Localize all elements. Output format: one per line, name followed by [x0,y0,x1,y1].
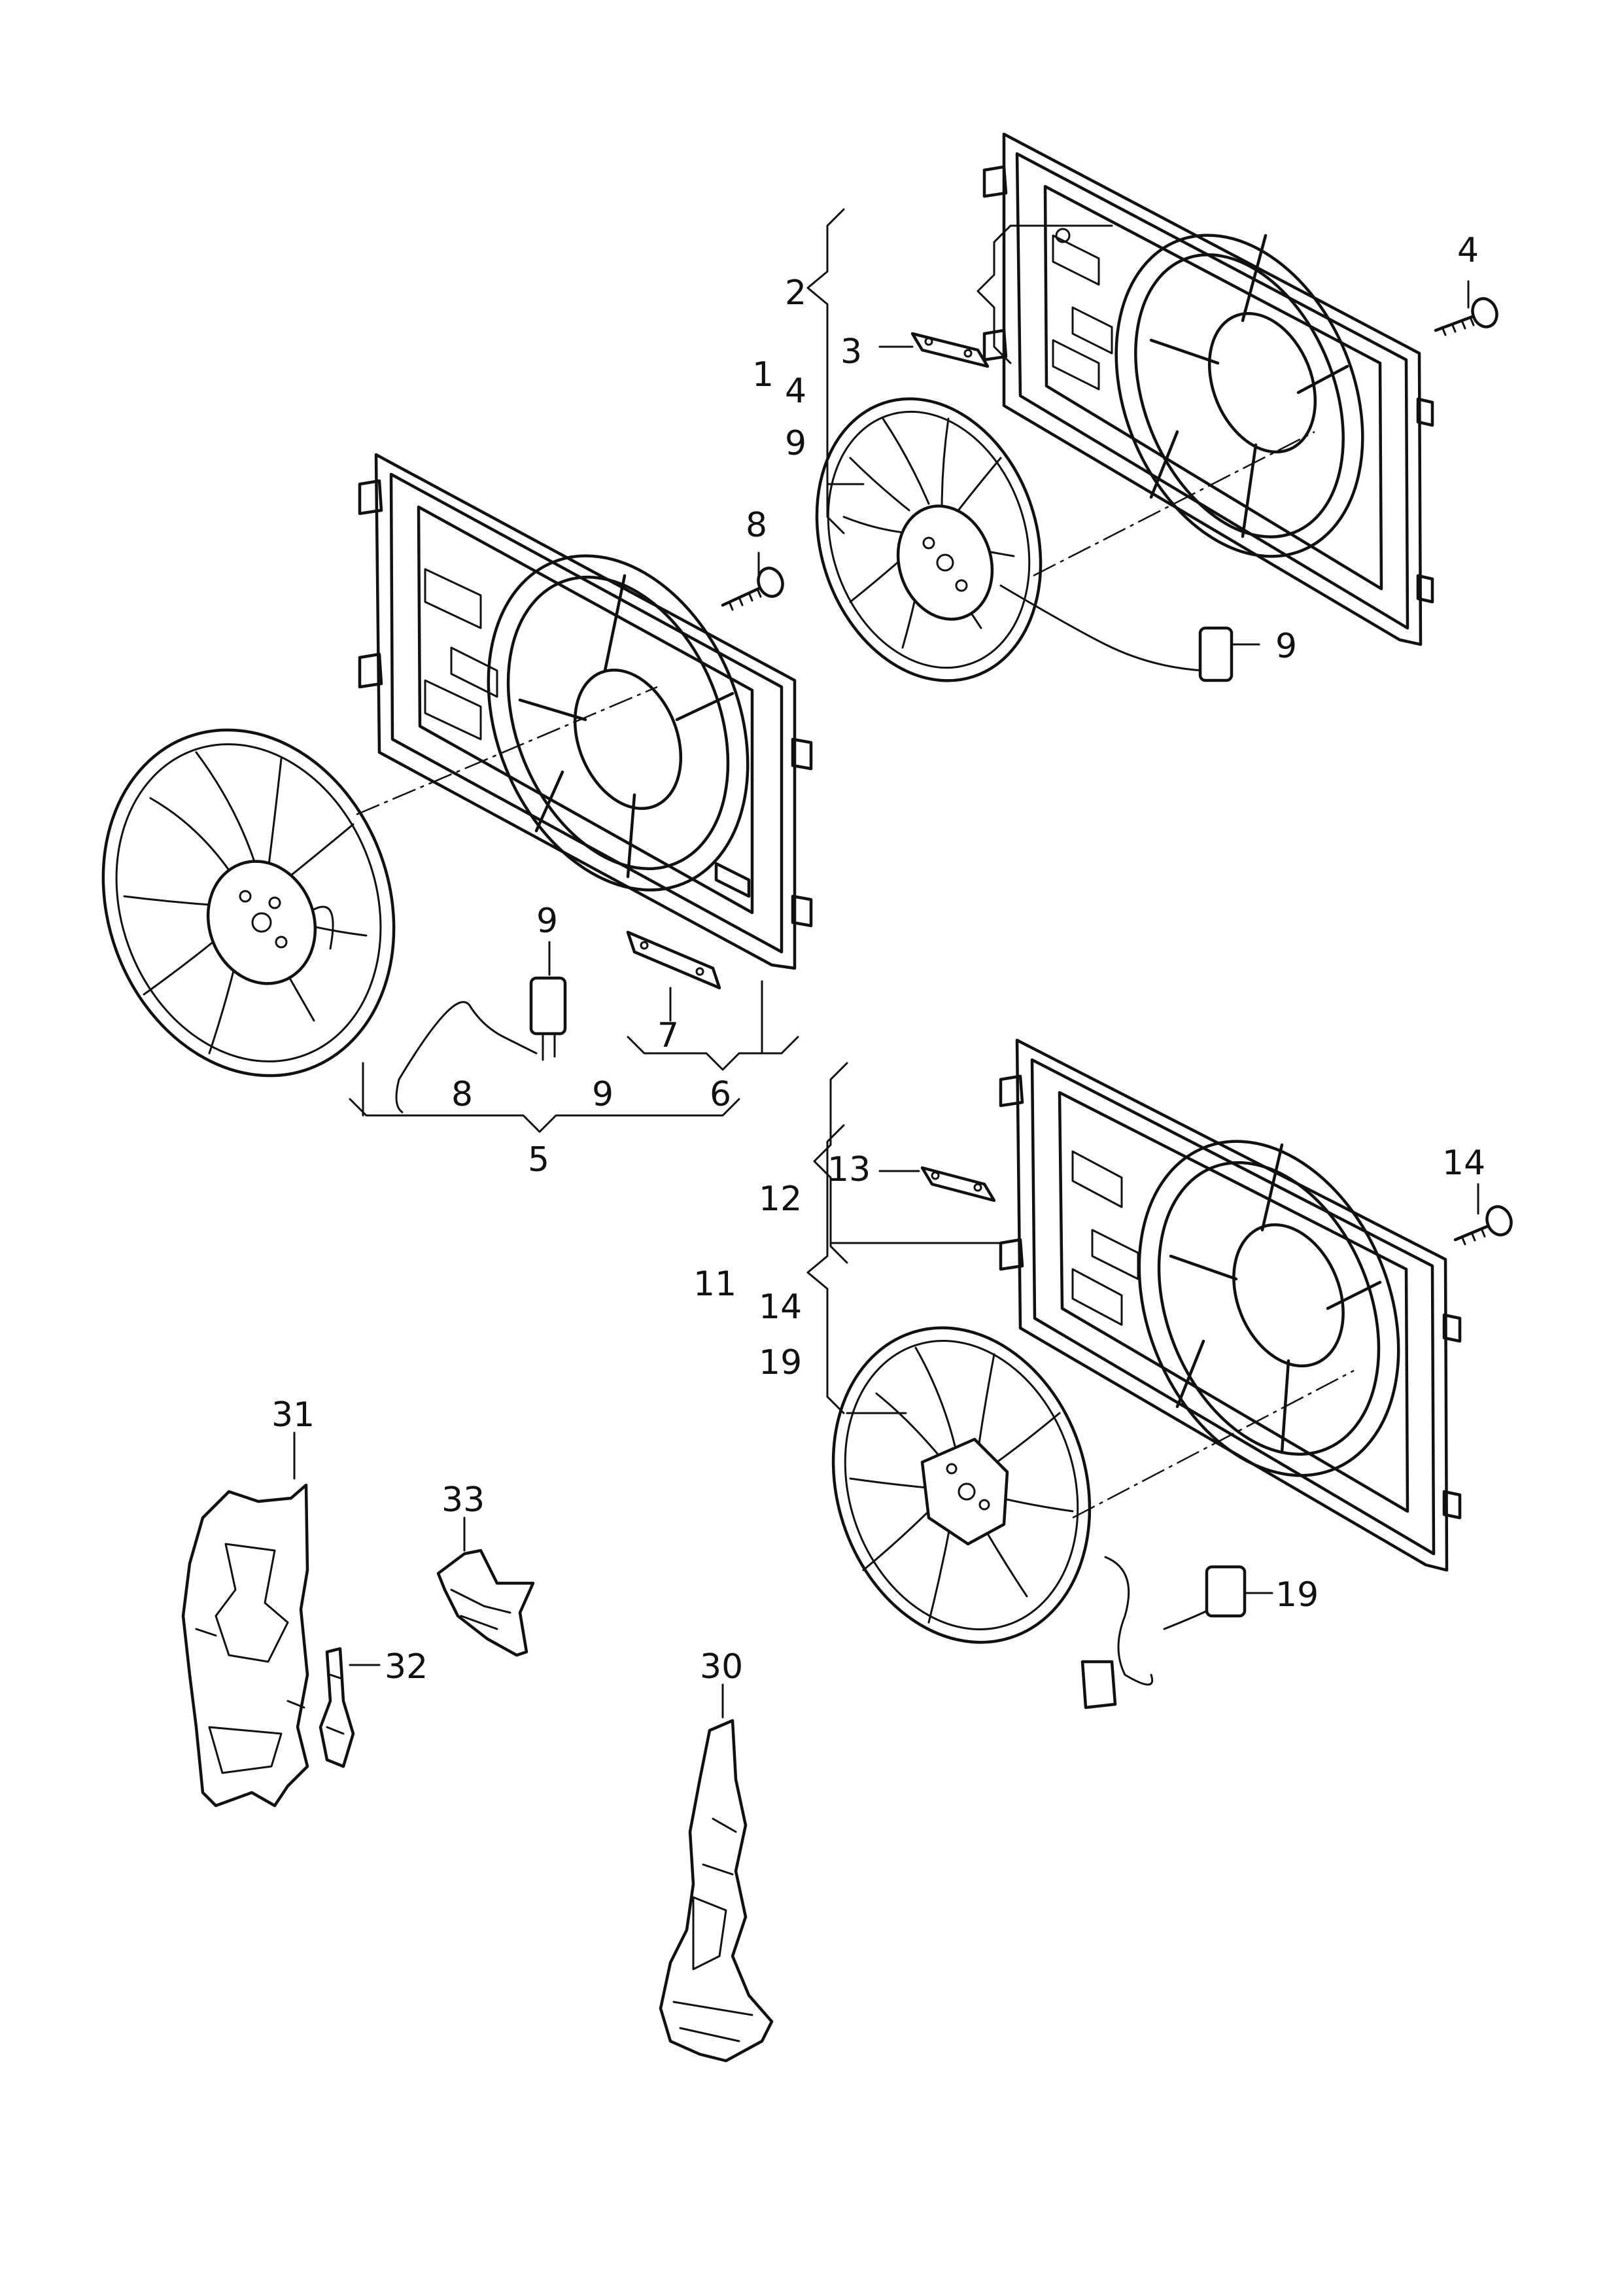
air-guide-30 [659,1719,774,2063]
callout-9-plug: 9 [1275,627,1297,666]
callout-33: 33 [441,1480,485,1520]
air-guide-31 [181,1483,309,1808]
connector-plug-11 [1205,1565,1247,1618]
bracket-3 [910,332,990,368]
screw-14 [1453,1205,1513,1246]
fan-5 [101,728,567,1113]
callout-1: 1 [752,355,774,394]
callout-19-plug: 19 [1275,1575,1319,1615]
fan-11 [831,1326,1247,1709]
fan-shroud-assembly-5 [101,453,813,1133]
callout-14-group: 14 [759,1288,802,1327]
callout-3: 3 [840,332,862,372]
fan-shroud-assembly-11 [806,1038,1513,1709]
connector-plug-1 [1198,626,1234,682]
callout-19-group: 19 [759,1343,802,1382]
screw-8 [721,567,784,611]
fan-shroud-1 [982,132,1434,646]
callout-8-group: 8 [451,1075,473,1114]
callout-6: 6 [710,1075,731,1114]
callout-11: 11 [693,1265,736,1304]
callout-12: 12 [759,1180,802,1219]
screw-4 [1434,297,1498,336]
callout-13: 13 [827,1150,871,1189]
callout-14-screw: 14 [1442,1144,1485,1183]
leaders-assembly-1 [806,208,1470,646]
bracket-7 [626,930,721,990]
callout-9-plug-5: 9 [536,902,558,941]
fan-1 [815,397,1234,682]
callout-7: 7 [657,1016,679,1055]
callout-9-group: 9 [785,424,806,463]
callout-30: 30 [700,1647,743,1687]
callout-32: 32 [385,1647,428,1687]
deflector-33 [436,1549,535,1657]
bracket-13 [920,1166,996,1202]
leaders-assembly-5 [349,552,799,1133]
fan-shroud-5 [358,453,813,970]
callout-8-screw: 8 [746,506,767,545]
leaders-ducts [293,1431,724,1719]
leaders-assembly-11 [806,1062,1479,1594]
connector-socket-11 [1080,1660,1117,1709]
callout-4-screw: 4 [1457,231,1479,270]
callout-31: 31 [271,1395,315,1435]
fan-shroud-11 [999,1038,1462,1572]
callout-5: 5 [528,1140,549,1180]
callout-2: 2 [785,273,806,313]
fan-shroud-assembly-1 [806,132,1498,682]
deflector-32 [319,1647,355,1768]
callouts: 1 2 3 4 9 4 9 8 9 7 6 8 9 5 13 12 14 11 … [271,231,1485,1687]
callout-4-group: 4 [785,372,806,411]
connector-plug-5 [529,976,567,1036]
callout-9-group-5: 9 [592,1075,613,1114]
